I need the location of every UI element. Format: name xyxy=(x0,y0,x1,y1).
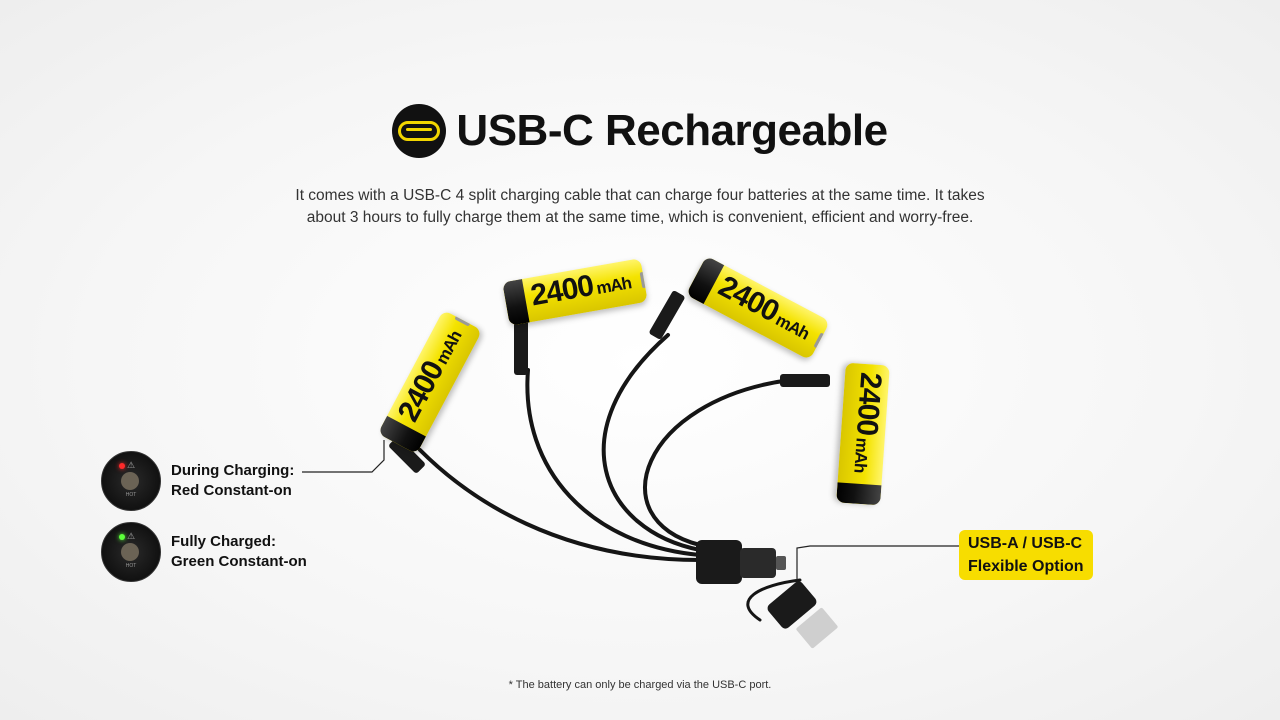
warning-icon: ⚠ xyxy=(127,531,136,541)
connector-option-tag: USB-A / USB-C Flexible Option xyxy=(959,530,1093,580)
page-title: USB-C Rechargeable xyxy=(0,104,1280,158)
description: It comes with a USB-C 4 split charging c… xyxy=(295,187,985,226)
indicator-charged: ⚠ HOT Fully Charged:Green Constant-on xyxy=(101,522,307,582)
footnote: * The battery can only be charged via th… xyxy=(508,679,772,691)
usb-c-port-icon xyxy=(392,104,447,158)
indicator-charging: ⚠ HOT During Charging:Red Constant-on xyxy=(101,451,294,511)
title-text: USB-C Rechargeable xyxy=(456,106,888,155)
red-led-icon xyxy=(119,463,125,469)
warning-icon: ⚠ xyxy=(127,460,136,470)
led-button-icon: ⚠ HOT xyxy=(101,451,161,511)
green-led-icon xyxy=(119,534,125,540)
led-button-icon: ⚠ HOT xyxy=(101,522,161,582)
